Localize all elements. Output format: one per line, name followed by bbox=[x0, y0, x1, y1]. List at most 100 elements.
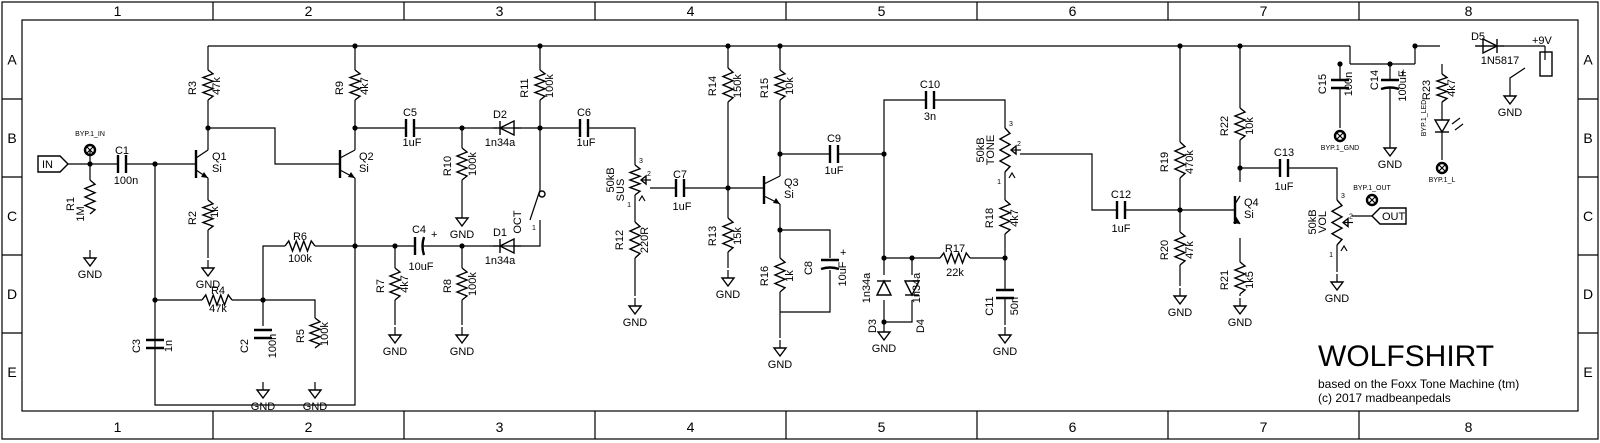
inner-frame bbox=[21, 19, 1579, 412]
resistor-r19 bbox=[1173, 141, 1187, 179]
capacitor-ref: C15 bbox=[1317, 74, 1329, 94]
junction-dot bbox=[87, 161, 93, 167]
resistor-body bbox=[83, 179, 97, 215]
test-point[interactable] bbox=[83, 143, 97, 157]
junction-dot bbox=[205, 125, 211, 131]
grid-col-label-top: 4 bbox=[687, 3, 695, 19]
resistor-ref: R8 bbox=[442, 279, 454, 293]
resistor-body bbox=[628, 221, 642, 259]
ground-triangle bbox=[255, 389, 271, 400]
resistor-value: 1k bbox=[209, 206, 221, 218]
grid-col-label-top: 6 bbox=[1069, 3, 1077, 19]
diode-body bbox=[875, 279, 893, 296]
resistor-ref: R12 bbox=[614, 230, 626, 250]
ground-triangle bbox=[200, 267, 216, 278]
grid-row-label-right: E bbox=[1583, 364, 1592, 380]
resistor-r12 bbox=[628, 221, 642, 259]
junction-dot bbox=[881, 319, 887, 325]
resistor-ref: R23 bbox=[1421, 80, 1433, 100]
pot-pin-2: 2 bbox=[1017, 141, 1021, 148]
capacitor-value: 50n bbox=[1009, 297, 1021, 315]
grid-col-label-top: 5 bbox=[878, 3, 886, 19]
resistor-r17 bbox=[939, 251, 971, 265]
transistor-arrow bbox=[348, 172, 355, 178]
diode-ref: D2 bbox=[493, 109, 507, 121]
diode-value: 1n34a bbox=[861, 272, 873, 303]
grid-col-label-top: 8 bbox=[1465, 3, 1473, 19]
diode-value: 1N5817 bbox=[1481, 55, 1520, 67]
resistor-value: 4k7 bbox=[359, 77, 371, 95]
junction-dot bbox=[260, 297, 266, 303]
resistor-value: 100k bbox=[467, 152, 479, 176]
capacitor-value: 10uF bbox=[408, 261, 433, 273]
oct-switch[interactable] bbox=[529, 189, 546, 221]
capacitor-value: 1uF bbox=[403, 137, 422, 149]
diode-d3 bbox=[875, 279, 893, 296]
transistor-q4 bbox=[1233, 195, 1241, 225]
resistor-ref: R6 bbox=[293, 231, 307, 243]
capacitor-ref: C14 bbox=[1369, 70, 1381, 90]
test-point[interactable] bbox=[1333, 129, 1347, 143]
output-port-label: OUT bbox=[1382, 211, 1406, 223]
pot-track bbox=[1330, 199, 1344, 246]
grid-row-label-right: C bbox=[1583, 208, 1593, 224]
transistor-emitter bbox=[1234, 215, 1241, 225]
pot-sus[interactable] bbox=[639, 174, 651, 186]
test-point[interactable] bbox=[1365, 193, 1379, 207]
capacitor-ref: C10 bbox=[920, 79, 940, 91]
test-point-ring bbox=[1435, 161, 1449, 175]
resistor-ref: R10 bbox=[442, 156, 454, 176]
ground-label: GND bbox=[196, 279, 221, 291]
junction-dots bbox=[87, 43, 1418, 325]
resistor-r10 bbox=[455, 147, 469, 181]
pot-vol[interactable] bbox=[1341, 217, 1353, 228]
capacitor-c12 bbox=[1115, 201, 1127, 219]
junction-dot bbox=[352, 125, 358, 131]
pot-name: TONE bbox=[985, 135, 997, 165]
resistor-body bbox=[721, 217, 735, 253]
junction-dot bbox=[725, 185, 731, 191]
ground-label: GND bbox=[1168, 307, 1193, 319]
resistor-body bbox=[773, 69, 787, 101]
resistor-body bbox=[1233, 107, 1247, 141]
output-port[interactable]: OUT bbox=[1371, 207, 1407, 225]
polarity-mark: + bbox=[840, 247, 846, 259]
resistor-r7 bbox=[388, 267, 402, 301]
capacitor-c15 bbox=[1331, 78, 1349, 90]
capacitor-ref: C11 bbox=[984, 296, 996, 315]
resistor-ref: R17 bbox=[945, 243, 965, 255]
resistor-value: 15k bbox=[732, 227, 744, 245]
capacitor-value: 1uF bbox=[673, 201, 692, 213]
resistor-ref: R15 bbox=[759, 78, 771, 98]
input-port[interactable]: IN bbox=[37, 155, 69, 173]
polarity-mark: + bbox=[1400, 67, 1406, 79]
test-point-label: BYP.1_GND bbox=[1321, 145, 1359, 152]
capacitor-ref: C1 bbox=[115, 145, 129, 157]
ground-symbol bbox=[82, 250, 98, 268]
resistor-value: 4k7 bbox=[399, 275, 411, 293]
resistor-value: 100k bbox=[288, 253, 312, 265]
resistor-ref: R5 bbox=[295, 329, 307, 343]
resistor-r2 bbox=[201, 199, 215, 231]
test-point-label: BYP.1_OUT bbox=[1353, 185, 1391, 192]
pot-name: VOL bbox=[1317, 211, 1329, 233]
test-point[interactable] bbox=[1435, 161, 1449, 175]
ground-triangle bbox=[720, 277, 736, 288]
ground-symbol bbox=[627, 298, 643, 316]
resistor-body bbox=[284, 239, 316, 253]
junction-dot bbox=[537, 125, 543, 131]
resistor-value: 470k bbox=[1184, 150, 1196, 174]
capacitor-c9 bbox=[828, 145, 840, 163]
capacitor-c4 bbox=[413, 236, 426, 256]
ground-symbol bbox=[1172, 288, 1188, 306]
pot-pin-1: 1 bbox=[627, 202, 631, 209]
capacitor-c3 bbox=[146, 338, 164, 350]
pot-cw-mark bbox=[1340, 244, 1348, 252]
status-led bbox=[1433, 117, 1464, 134]
resistor-value: 100k bbox=[544, 74, 556, 98]
resistor-value: 100k bbox=[467, 272, 479, 296]
resistor-ref: R20 bbox=[1159, 240, 1171, 260]
grid-row-label-left: A bbox=[7, 52, 17, 68]
diode-ref: D3 bbox=[867, 319, 879, 333]
pot-tone[interactable] bbox=[1009, 144, 1021, 156]
